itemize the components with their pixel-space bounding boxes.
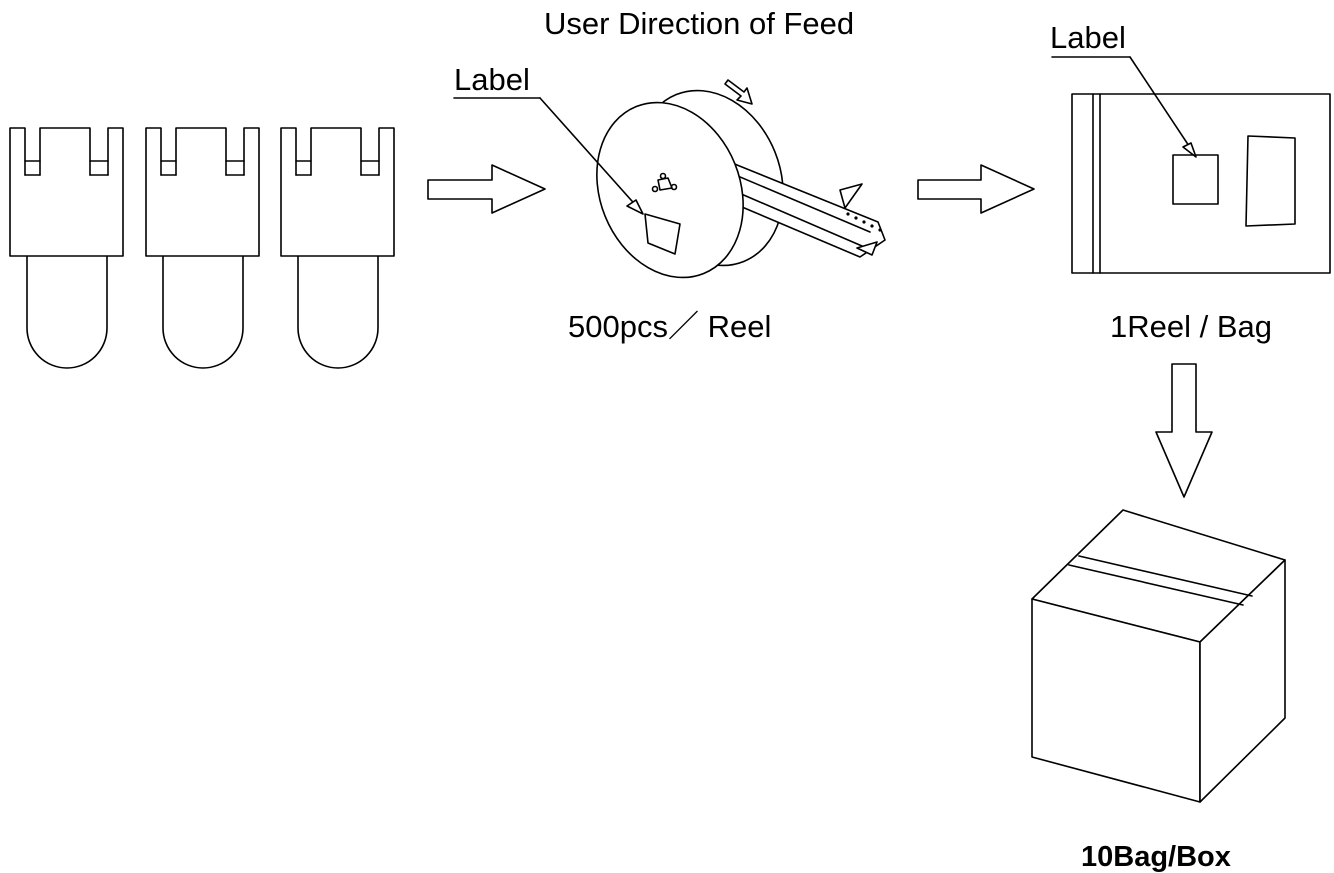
sprocket-holes	[846, 212, 882, 232]
reel-hub-icon	[651, 172, 678, 193]
led-component	[9, 127, 124, 369]
feed-direction-title: User Direction of Feed	[544, 6, 854, 41]
reel-label-callout-text: Label	[454, 62, 530, 97]
feed-direction-arrow-icon	[724, 79, 753, 105]
reel	[596, 79, 886, 279]
led-component	[145, 127, 260, 369]
reel-quantity-caption: 500pcs／ Reel	[568, 309, 771, 344]
desiccant-card	[1245, 135, 1296, 227]
bag-label-callout-text: Label	[1050, 20, 1126, 55]
bag-label-sticker	[1172, 154, 1219, 205]
led-component	[280, 127, 395, 369]
bag-quantity-caption: 1Reel / Bag	[1110, 309, 1272, 344]
moisture-barrier-bag	[1071, 93, 1331, 274]
process-arrow-down	[1155, 363, 1213, 498]
reel-label-sticker	[644, 213, 681, 255]
box-quantity-caption: 10Bag/Box	[1081, 841, 1231, 873]
process-arrow-right	[427, 164, 546, 214]
carton-box	[1031, 509, 1286, 803]
process-arrow-right	[917, 164, 1035, 214]
